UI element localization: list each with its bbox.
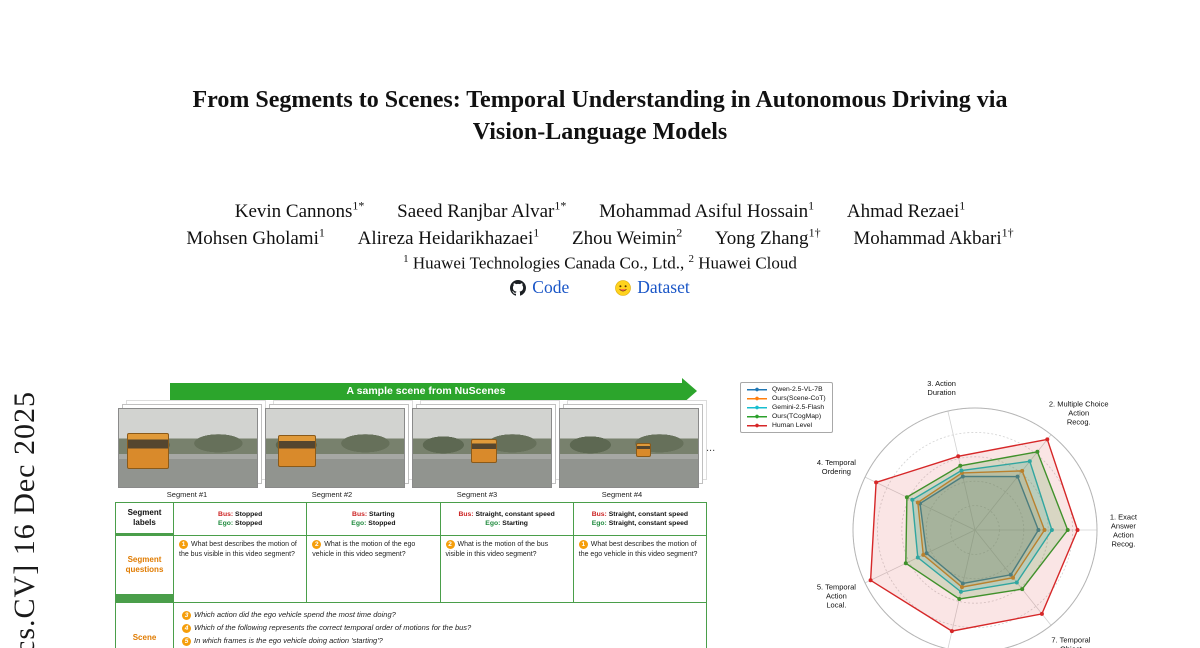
legend-item: Ours(TCogMap) bbox=[747, 413, 826, 420]
segment-label-cell: Bus: Stopped Ego: Stopped bbox=[174, 503, 307, 535]
segment-photo bbox=[559, 408, 699, 488]
segment-label-cell: Bus: Straight, constant speed Ego: Strai… bbox=[573, 503, 706, 535]
radar-series-2 bbox=[910, 459, 1054, 594]
question-number-badge: 5 bbox=[182, 637, 191, 646]
affiliation: 1 Huawei Technologies Canada Co., Ltd., … bbox=[403, 253, 797, 273]
paper-title-line1: From Segments to Scenes: Temporal Unders… bbox=[192, 87, 1008, 113]
svg-text:7. TemporalObject: 7. TemporalObject bbox=[1051, 636, 1090, 648]
author-name: Zhou Weimin2 bbox=[572, 226, 683, 250]
legend-marker-icon bbox=[747, 422, 767, 429]
author-name: Mohammad Asiful Hossain1 bbox=[599, 199, 815, 223]
author-name: Saeed Ranjbar Alvar1* bbox=[397, 199, 567, 223]
author-name: Alireza Heidarikhazaei1 bbox=[357, 226, 540, 250]
authors-row-1: Kevin Cannons1* Saeed Ranjbar Alvar1* Mo… bbox=[0, 199, 1200, 223]
question-number-badge: 2 bbox=[445, 540, 455, 549]
more-segments-ellipsis: ... bbox=[706, 442, 716, 454]
legend-item: Qwen-2.5-VL-7B bbox=[747, 386, 826, 393]
segment-caption: Segment #2 bbox=[311, 490, 353, 499]
segment-photo bbox=[118, 408, 258, 488]
radar-series-4 bbox=[868, 437, 1080, 634]
segment-photo bbox=[412, 408, 552, 488]
author-name: Mohammad Akbari1† bbox=[853, 226, 1014, 250]
segment-caption: Segment #3 bbox=[456, 490, 498, 499]
scene-banner: A sample scene from NuScenes bbox=[170, 383, 682, 400]
huggingface-icon bbox=[615, 279, 632, 296]
legend-item: Ours(Scene-CoT) bbox=[747, 395, 826, 402]
legend-item: Gemini-2.5-Flash bbox=[747, 404, 826, 411]
bus-illustration bbox=[471, 439, 497, 463]
legend-marker-icon bbox=[747, 404, 767, 411]
author-name: Ahmad Rezaei1 bbox=[846, 199, 966, 223]
bus-illustration bbox=[127, 433, 169, 469]
bus-illustration bbox=[278, 435, 316, 467]
legend-marker-icon bbox=[747, 395, 767, 402]
arxiv-stamp: cs.CV] 16 Dec 2025 bbox=[8, 391, 41, 648]
scene-banner-arrowhead-icon bbox=[682, 378, 697, 404]
legend-item: Human Level bbox=[747, 422, 826, 429]
author-name: Mohsen Gholami1 bbox=[186, 226, 325, 250]
segment-label-cell: Bus: Starting Ego: Stopped bbox=[307, 503, 440, 535]
author-name: Yong Zhang1† bbox=[714, 226, 821, 250]
dataset-link[interactable]: Dataset bbox=[615, 277, 690, 298]
legend-marker-icon bbox=[747, 386, 767, 393]
question-number-badge: 4 bbox=[182, 624, 191, 633]
radar-series-1 bbox=[915, 468, 1047, 590]
segment-photos: ... bbox=[118, 408, 715, 488]
question-number-badge: 1 bbox=[578, 540, 588, 549]
dataset-link-label: Dataset bbox=[637, 277, 690, 297]
github-icon bbox=[510, 279, 527, 296]
paper-title-line2: Vision-Language Models bbox=[472, 119, 728, 145]
author-name: Kevin Cannons1* bbox=[234, 199, 365, 223]
segment-caption: Segment #1 bbox=[166, 490, 208, 499]
radar-series-0 bbox=[918, 474, 1041, 586]
authors-row-2: Mohsen Gholami1 Alireza Heidarikhazaei1 … bbox=[0, 226, 1200, 250]
code-link-label: Code bbox=[532, 277, 570, 297]
question-number-badge: 2 bbox=[312, 540, 322, 549]
legend-marker-icon bbox=[747, 413, 767, 420]
segment-caption: Segment #4 bbox=[601, 490, 643, 499]
scene-header: Scene bbox=[116, 603, 173, 648]
radar-grid bbox=[852, 407, 1098, 648]
paper-title: From Segments to Scenes: Temporal Unders… bbox=[100, 84, 1100, 148]
scene-figure: A sample scene from NuScenes ... Segment… bbox=[115, 378, 715, 648]
radar-series-3 bbox=[903, 449, 1070, 601]
segment-photo bbox=[265, 408, 405, 488]
segment-captions: Segment #1 Segment #2 Segment #3 Segment… bbox=[118, 490, 691, 499]
chart-legend: Qwen-2.5-VL-7B Ours(Scene-CoT) Gemini-2.… bbox=[740, 382, 833, 433]
paper-links: Code Dataset bbox=[0, 277, 1200, 298]
segment-label-cell: Bus: Straight, constant speed Ego: Start… bbox=[440, 503, 573, 535]
code-link[interactable]: Code bbox=[510, 277, 569, 298]
question-number-badge: 1 bbox=[179, 540, 188, 549]
bus-illustration bbox=[636, 443, 651, 457]
question-number-badge: 3 bbox=[182, 611, 191, 620]
